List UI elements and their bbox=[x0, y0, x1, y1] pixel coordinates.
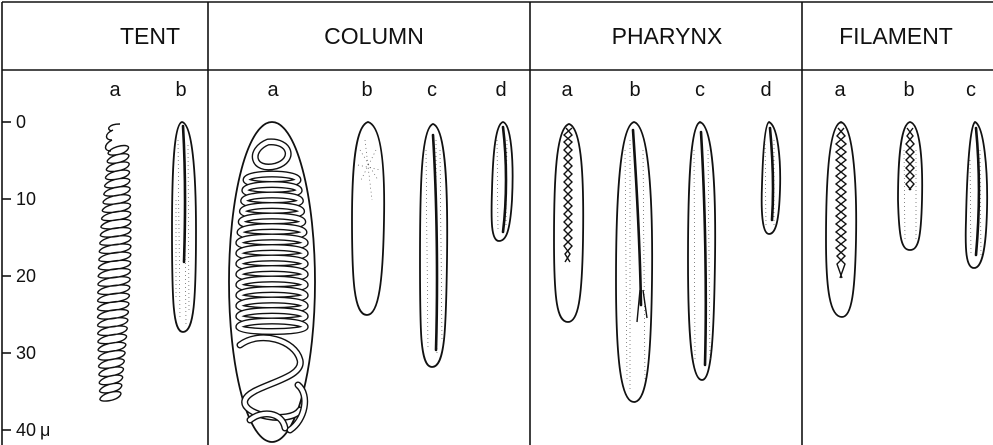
header-tent: TENT bbox=[120, 23, 180, 49]
nematocyst-tent-b bbox=[172, 122, 196, 332]
nematocyst-pharynx-c bbox=[688, 122, 715, 380]
scale-label-20: 20 bbox=[16, 266, 36, 286]
sub-label-filament-a: a bbox=[834, 79, 846, 101]
nematocyst-pharynx-a bbox=[554, 124, 583, 322]
nematocyst-tent-a bbox=[97, 124, 130, 401]
nematocyst-column-d bbox=[492, 122, 513, 241]
sub-label-tent-b: b bbox=[175, 79, 186, 101]
sub-label-pharynx-b: b bbox=[629, 79, 640, 101]
sub-label-pharynx-d: d bbox=[760, 79, 771, 101]
sub-label-pharynx-c: c bbox=[695, 79, 705, 101]
nematocyst-column-b bbox=[352, 122, 384, 315]
scale-label-30: 30 bbox=[16, 343, 36, 363]
sub-labels: a b a b c d a b c d a b c bbox=[109, 79, 976, 101]
nematocyst-column-c bbox=[420, 124, 447, 367]
scale-label-0: 0 bbox=[16, 112, 26, 132]
sub-label-column-d: d bbox=[495, 79, 506, 101]
nematocyst-filament-b bbox=[898, 122, 922, 250]
header-filament: FILAMENT bbox=[839, 23, 953, 49]
sub-label-column-c: c bbox=[427, 79, 437, 101]
sub-label-filament-b: b bbox=[903, 79, 914, 101]
scale-label-40: 40 bbox=[16, 420, 36, 440]
size-scale: 0 10 20 30 40 μ bbox=[2, 112, 50, 440]
sub-label-tent-a: a bbox=[109, 79, 121, 101]
nematocyst-filament-c bbox=[966, 122, 987, 268]
nematocyst-column-a bbox=[229, 122, 315, 442]
sub-label-column-b: b bbox=[361, 79, 372, 101]
sub-label-filament-c: c bbox=[966, 79, 976, 101]
header-column: COLUMN bbox=[324, 23, 424, 49]
nematocyst-pharynx-b bbox=[616, 122, 652, 402]
sub-label-column-a: a bbox=[267, 79, 279, 101]
sub-label-pharynx-a: a bbox=[561, 79, 573, 101]
nematocyst-pharynx-d bbox=[762, 122, 781, 234]
scale-unit-label: μ bbox=[40, 420, 50, 440]
nematocyst-filament-a bbox=[826, 122, 856, 317]
scale-label-10: 10 bbox=[16, 189, 36, 209]
header-pharynx: PHARYNX bbox=[612, 23, 723, 49]
